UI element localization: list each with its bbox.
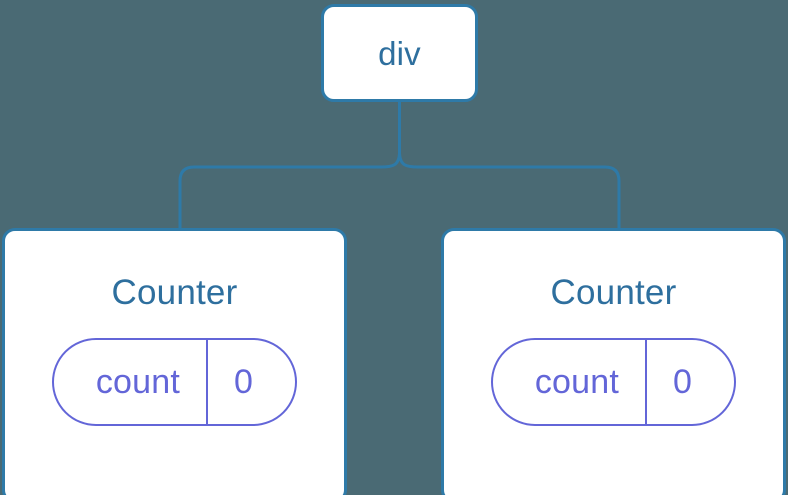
state-divider-left <box>206 340 209 424</box>
state-key-left: count <box>95 363 181 401</box>
state-key-right: count <box>534 363 620 401</box>
state-divider-right <box>645 340 648 424</box>
counter-node-right[interactable]: Counter count 0 <box>441 228 786 495</box>
state-badge-right[interactable]: count 0 <box>490 338 737 426</box>
state-badge-left[interactable]: count 0 <box>51 338 298 426</box>
counter-node-left-label: Counter <box>111 273 238 312</box>
state-value-left: 0 <box>234 363 254 401</box>
connector-branch-left <box>178 151 401 229</box>
div-node-label: div <box>378 34 421 72</box>
state-value-right: 0 <box>673 363 693 401</box>
connector-branch-right <box>398 151 621 229</box>
counter-node-left[interactable]: Counter count 0 <box>2 228 347 495</box>
counter-node-right-label: Counter <box>550 273 677 312</box>
div-node[interactable]: div <box>321 4 478 102</box>
